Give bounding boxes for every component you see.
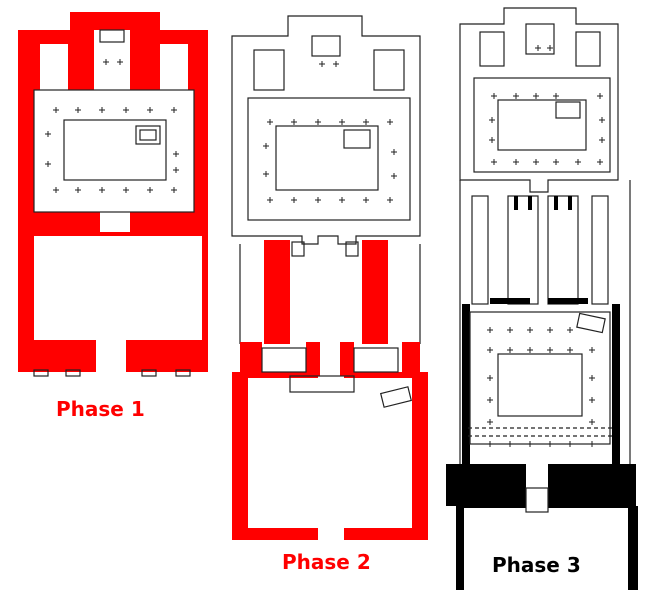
phase-1-interior: [34, 30, 202, 340]
phase-3-plan: [446, 7, 638, 590]
phase-2-columns: [262, 60, 398, 204]
phase-3-label: Phase 3: [492, 553, 581, 577]
phase-2-plan: [231, 15, 428, 540]
phase-2-label: Phase 2: [282, 550, 371, 574]
phase-3-walls: [446, 196, 638, 590]
phase-1-label: Phase 1: [56, 397, 145, 421]
phase-3-court-columns: [486, 326, 596, 448]
phase-2-walls: [232, 240, 428, 540]
phase-3-columns: [488, 44, 606, 166]
phase-1-plan: [18, 12, 208, 377]
